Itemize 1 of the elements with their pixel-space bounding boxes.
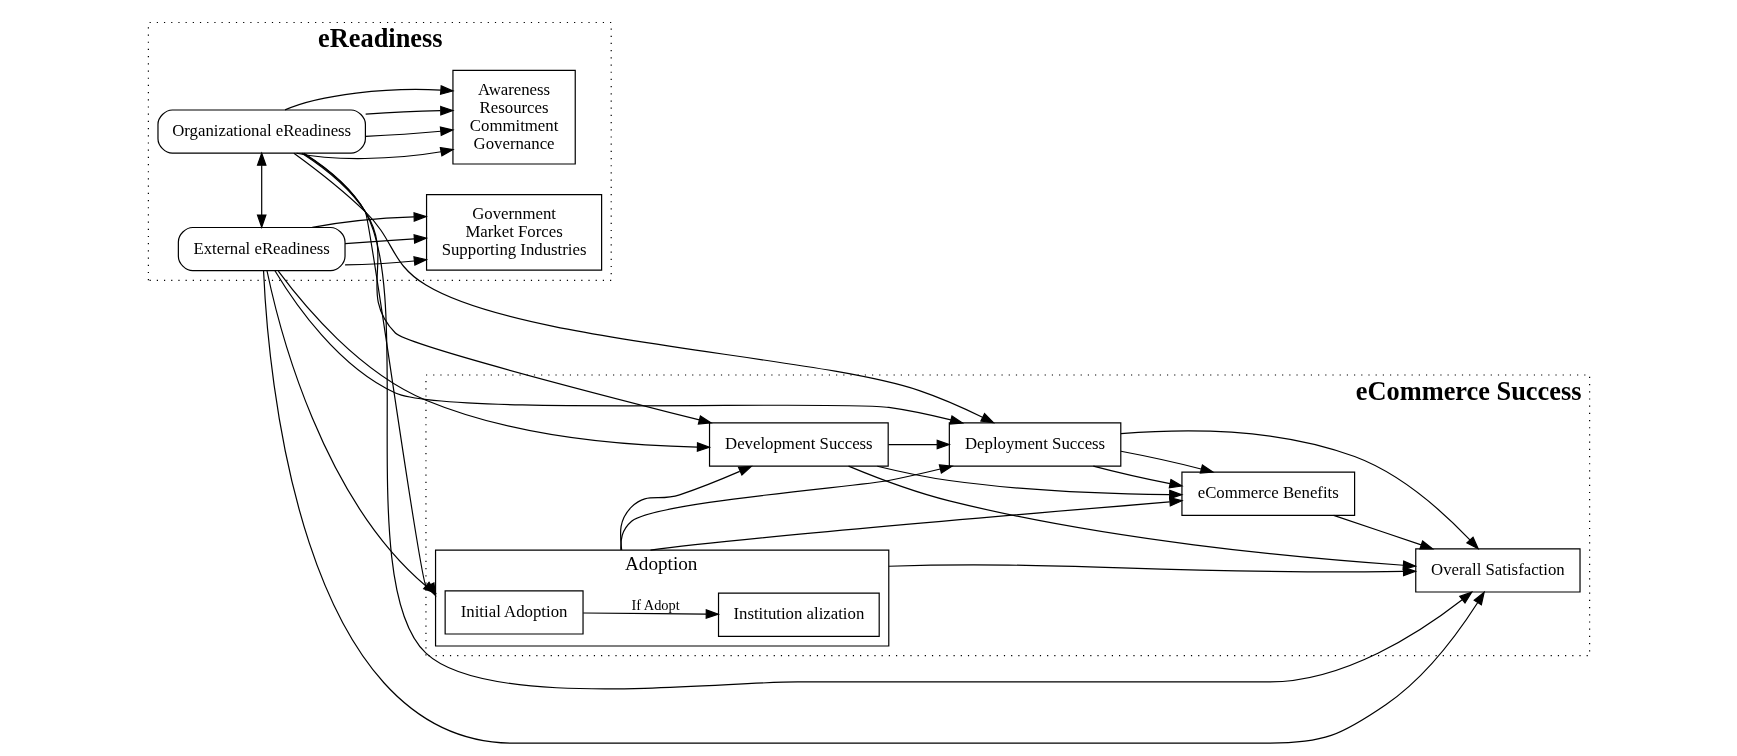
edge-label: If Adopt xyxy=(630,596,680,613)
